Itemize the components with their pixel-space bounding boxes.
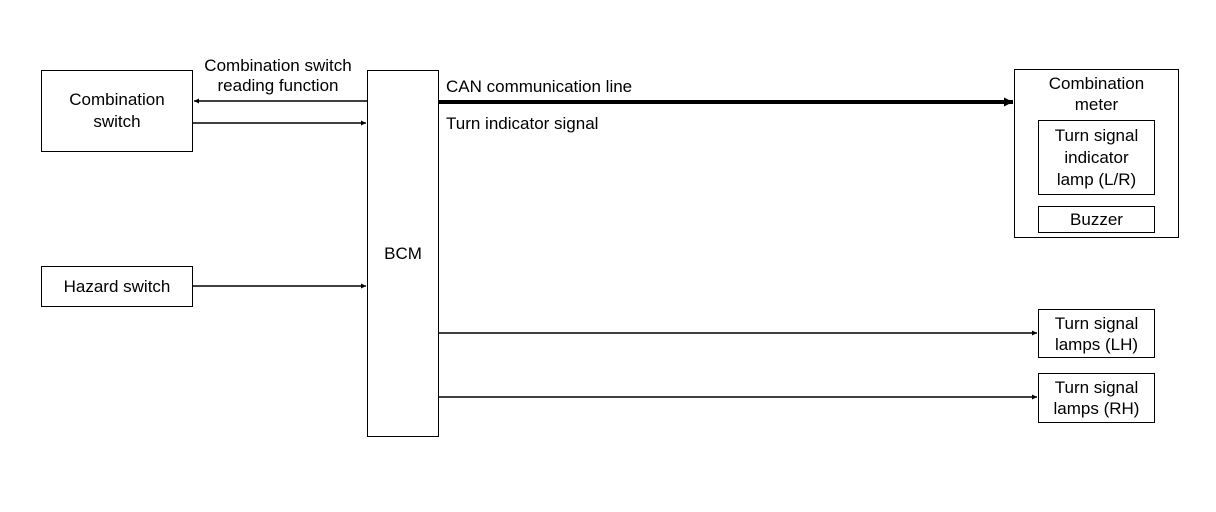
turn-signal-indicator-lamp-label: Turn signal indicator lamp (L/R) (1054, 125, 1139, 189)
turn-signal-indicator-lamp-box: Turn signal indicator lamp (L/R) (1038, 120, 1155, 195)
turn-signal-lamps-rh-label: Turn signal lamps (RH) (1053, 378, 1140, 418)
combination-meter-label: Combination meter (1048, 74, 1145, 114)
turn-signal-lamps-rh-box: Turn signal lamps (RH) (1038, 373, 1155, 423)
hazard-switch-label: Hazard switch (63, 276, 171, 296)
hazard-switch-box: Hazard switch (41, 266, 193, 307)
bcm-label: BCM (384, 243, 422, 263)
buzzer-box: Buzzer (1038, 206, 1155, 233)
turn-signal-lamps-lh-label: Turn signal lamps (LH) (1054, 313, 1139, 354)
reading-function-label: Combination switch reading function (204, 56, 352, 95)
turn-indicator-signal-label: Turn indicator signal (446, 114, 599, 133)
can-communication-line-label: CAN communication line (446, 77, 633, 96)
combination-meter-box: Combination meter Turn signal indicator … (1014, 69, 1179, 238)
buzzer-label: Buzzer (1070, 209, 1123, 229)
combination-switch-label: Combination switch (69, 90, 165, 131)
turn-signal-lamps-lh-box: Turn signal lamps (LH) (1038, 309, 1155, 358)
combination-switch-box: Combination switch (41, 70, 193, 152)
bcm-box: BCM (367, 70, 439, 437)
